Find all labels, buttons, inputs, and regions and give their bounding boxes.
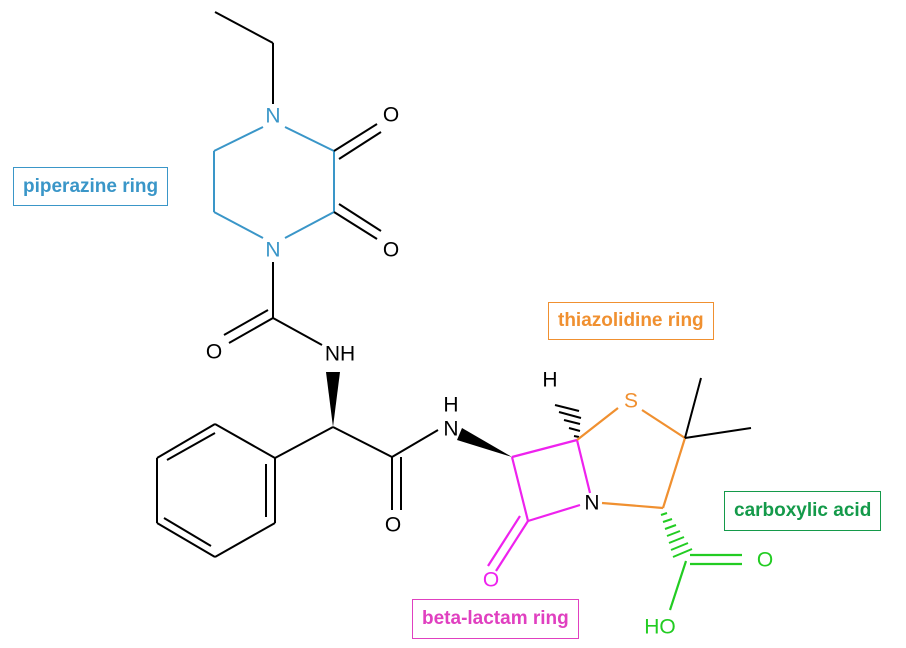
thiazolidine-ring-bonds	[576, 407, 687, 510]
stereo-wedge-alpha	[326, 372, 340, 427]
label-thiazolidine-ring: thiazolidine ring	[548, 302, 714, 340]
label-piperazine-text: piperazine ring	[23, 176, 159, 197]
label-carboxylic-text: carboxylic acid	[734, 500, 872, 521]
beta-lactam-ring-bonds	[487, 438, 592, 572]
piperazine-carbonyls	[333, 123, 382, 240]
atom-nh2-n: N	[443, 418, 458, 441]
label-thiazolidine-text: thiazolidine ring	[558, 310, 704, 331]
label-carboxylic-acid: carboxylic acid	[724, 491, 882, 531]
phenyl-ring	[156, 423, 276, 558]
gem-dimethyl	[684, 377, 752, 439]
label-beta-lactam-text: beta-lactam ring	[422, 608, 569, 629]
urea-linker	[223, 262, 439, 510]
carboxylic-acid-bonds	[668, 553, 742, 611]
atom-n1: N	[265, 105, 280, 128]
atom-o-urea: O	[206, 341, 222, 364]
piperazine-ring-bonds	[213, 126, 335, 239]
atom-o-pip1: O	[383, 104, 399, 127]
atom-nh2-h: H	[443, 394, 458, 417]
atom-o-cooh: O	[757, 549, 773, 572]
atom-nh1: NH	[325, 343, 355, 366]
hashed-bond-h	[554, 404, 582, 438]
ethyl-group	[214, 11, 274, 104]
atom-ho: HO	[644, 616, 676, 639]
atom-o-pip2: O	[383, 239, 399, 262]
atom-s: S	[624, 390, 638, 413]
atom-n-bl: N	[584, 492, 599, 515]
atom-n4: N	[265, 239, 280, 262]
label-piperazine-ring: piperazine ring	[13, 167, 169, 206]
label-beta-lactam-ring: beta-lactam ring	[412, 599, 579, 639]
atom-o-amide: O	[385, 514, 401, 537]
hashed-bond-carboxyl	[660, 512, 693, 558]
stereo-wedge-amide	[457, 428, 512, 457]
atom-h-bridge: H	[542, 369, 557, 392]
atom-o-bl: O	[483, 569, 499, 592]
